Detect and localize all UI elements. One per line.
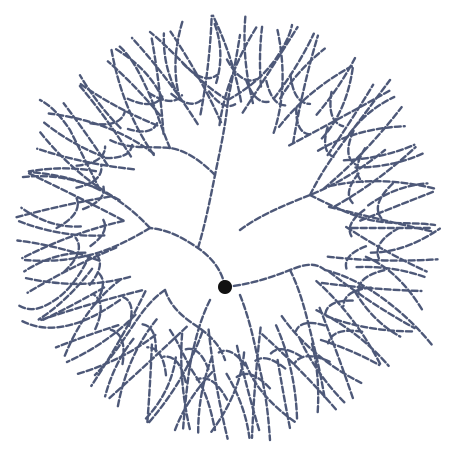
- maze-path: [20, 300, 120, 328]
- maze-path: [201, 16, 212, 115]
- maze-path: [356, 152, 426, 167]
- maze-path: [110, 140, 215, 175]
- maze-path: [91, 220, 106, 246]
- maze-path: [29, 168, 96, 171]
- maze-path: [112, 50, 154, 155]
- maze-path: [360, 191, 435, 221]
- maze-path: [243, 27, 298, 112]
- maze-path: [150, 228, 225, 287]
- maze-path: [262, 334, 336, 409]
- maze-path: [325, 127, 333, 156]
- maze-path: [274, 30, 283, 133]
- maze-path: [17, 220, 105, 235]
- maze-path: [328, 257, 438, 261]
- maze-path: [349, 174, 359, 204]
- maze-path: [39, 269, 92, 320]
- maze-path: [108, 61, 160, 115]
- maze-path: [150, 32, 228, 100]
- start-dot-icon[interactable]: [218, 280, 232, 294]
- maze-path: [17, 241, 99, 261]
- maze-path: [260, 27, 262, 87]
- maze-path: [56, 325, 118, 347]
- maze-outer-branches: [17, 16, 440, 439]
- maze-path: [325, 301, 353, 315]
- maze-path: [318, 126, 405, 151]
- maze-path: [225, 265, 325, 287]
- maze-path: [368, 183, 427, 205]
- maze-path: [278, 360, 291, 430]
- maze-path: [26, 277, 131, 284]
- maze-path: [378, 228, 399, 258]
- maze-path: [147, 345, 152, 422]
- maze-path: [152, 38, 164, 134]
- maze-path: [346, 246, 366, 268]
- maze-path: [37, 149, 134, 170]
- maze-path: [290, 270, 325, 400]
- maze-path: [183, 63, 217, 78]
- maze-path: [210, 352, 244, 433]
